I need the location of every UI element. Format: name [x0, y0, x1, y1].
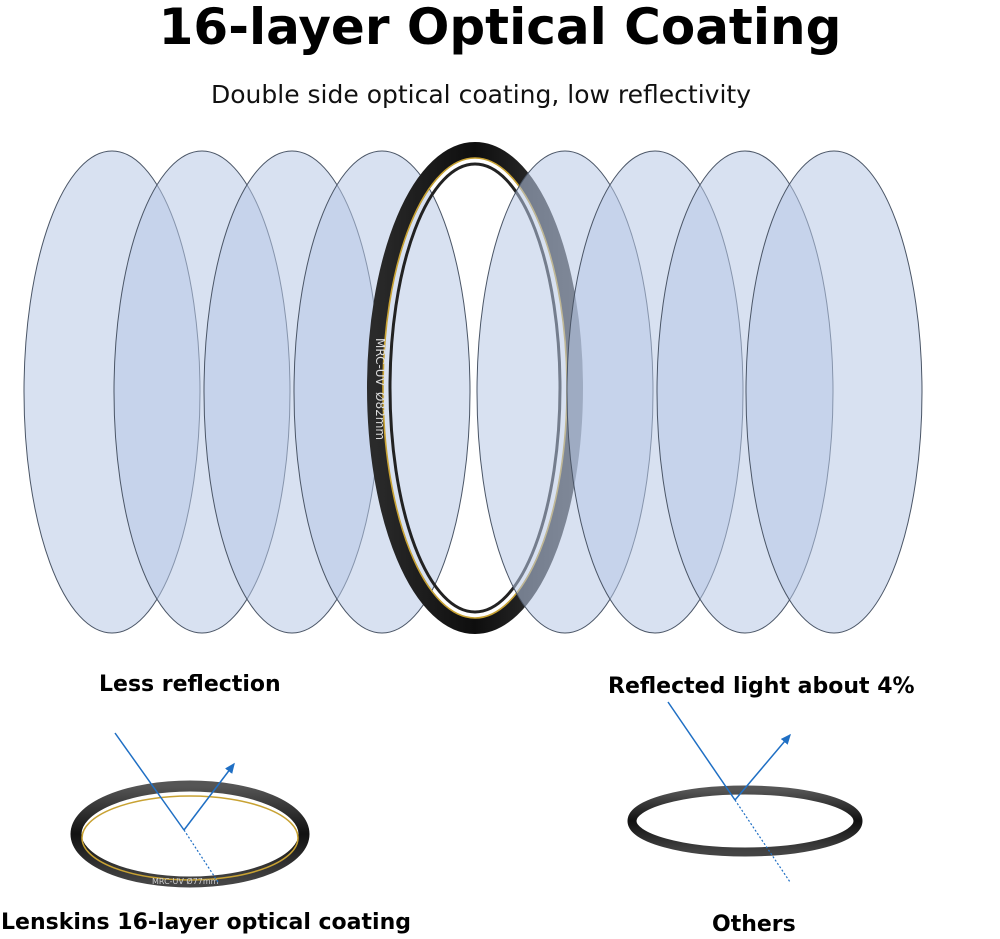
coating-layers-left — [23, 150, 471, 634]
reflected-ray-left — [183, 762, 235, 831]
reflected-light-label: Reflected light about 4% — [608, 674, 915, 699]
transmitted-ray-right — [734, 799, 791, 883]
incident-ray-left — [114, 732, 185, 831]
others-footer-label: Others — [712, 912, 796, 937]
less-reflection-label: Less reflection — [99, 672, 281, 697]
coating-layers-right — [476, 150, 923, 634]
others-ring-illustration — [627, 701, 863, 883]
ring-size-text: Ø82mm — [373, 392, 387, 440]
lenskins-ring-illustration: MRC-UV Ø77mm — [70, 732, 310, 888]
small-ring-text: MRC-UV Ø77mm — [152, 876, 219, 886]
lenskins-footer-label: Lenskins 16-layer optical coating — [1, 910, 411, 935]
incident-ray-right — [667, 701, 736, 801]
ring-model-text: MRC-UV — [373, 338, 387, 387]
page-title: 16-layer Optical Coating — [158, 0, 842, 56]
page-subtitle: Double side optical coating, low reflect… — [211, 80, 751, 109]
reflected-ray-right — [734, 733, 791, 801]
coating-layer — [745, 150, 923, 634]
transmitted-ray-left — [183, 829, 219, 883]
